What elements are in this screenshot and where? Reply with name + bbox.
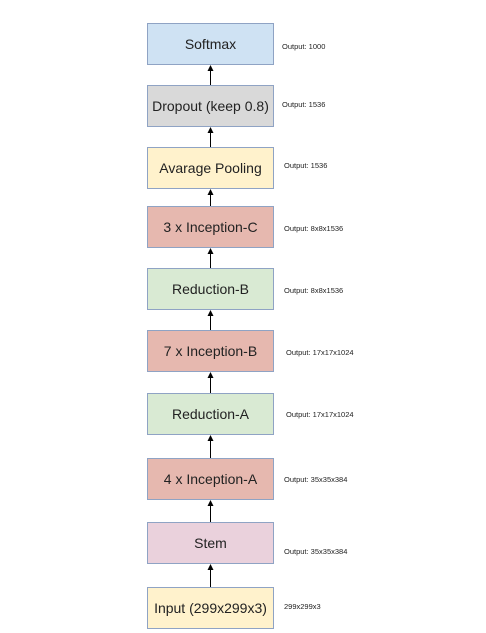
arrow-head-1 <box>207 127 214 133</box>
output-stem: Output: 35x35x384 <box>284 547 348 556</box>
output-reduction-b: Output: 8x8x1536 <box>284 286 344 295</box>
block-inception-b: 7 x Inception-B <box>147 330 274 372</box>
arrow-head-3 <box>207 248 214 254</box>
output-softmax: Output: 1000 <box>282 42 326 51</box>
arrow-head-8 <box>207 564 214 570</box>
arrow-head-0 <box>207 65 214 71</box>
output-inception-c: Output: 8x8x1536 <box>284 224 344 233</box>
block-input: Input (299x299x3) <box>147 587 274 629</box>
block-inception-a: 4 x Inception-A <box>147 458 274 500</box>
block-reduction-a: Reduction-A <box>147 393 274 435</box>
arrow-head-7 <box>207 500 214 506</box>
block-stem: Stem <box>147 522 274 564</box>
block-softmax: Softmax <box>147 23 274 65</box>
output-avg-pool: Output: 1536 <box>284 161 328 170</box>
output-input: 299x299x3 <box>284 602 321 611</box>
arrow-head-5 <box>207 372 214 378</box>
output-dropout: Output: 1536 <box>282 100 326 109</box>
output-inception-a: Output: 35x35x384 <box>284 475 348 484</box>
block-reduction-b: Reduction-B <box>147 268 274 310</box>
output-reduction-a: Output: 17x17x1024 <box>286 410 354 419</box>
arrow-head-2 <box>207 189 214 195</box>
arrow-head-6 <box>207 435 214 441</box>
block-dropout: Dropout (keep 0.8) <box>147 85 274 127</box>
arrow-head-4 <box>207 310 214 316</box>
block-avg-pool: Avarage Pooling <box>147 147 274 189</box>
block-inception-c: 3 x Inception-C <box>147 206 274 248</box>
output-inception-b: Output: 17x17x1024 <box>286 348 354 357</box>
